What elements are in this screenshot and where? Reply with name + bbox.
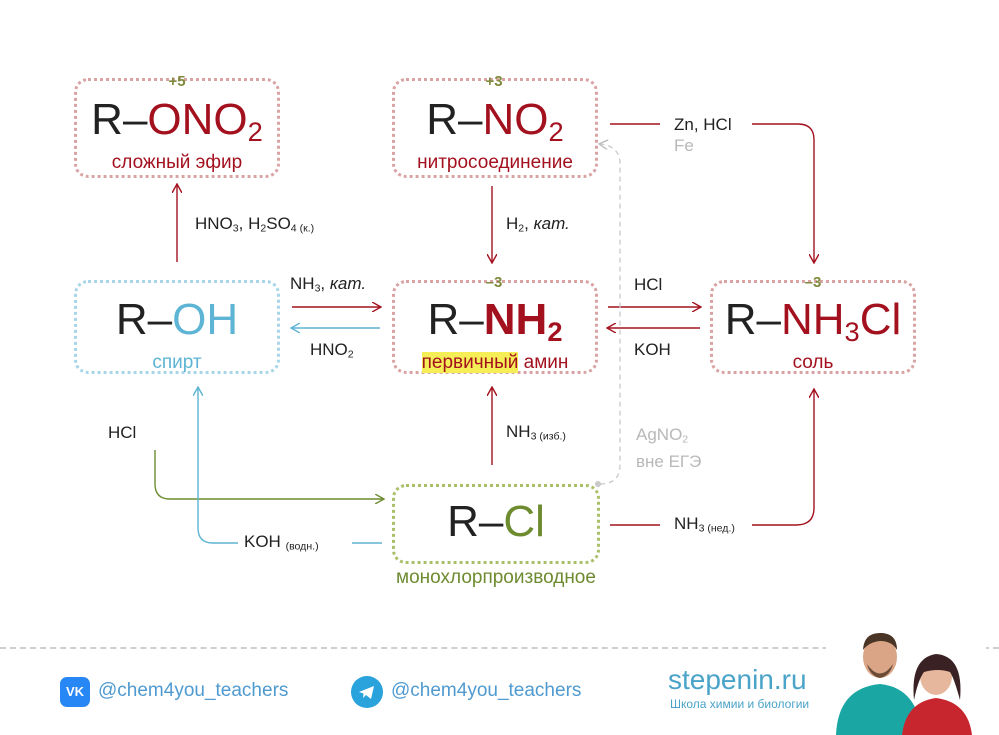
amine-oxidation-state: –3 [485,274,503,291]
amine-caption-highlight: первичный [421,352,519,373]
arrow-alcohol-to-chloride [154,450,383,499]
ester-caption: сложный эфир [111,152,243,173]
reagent-salt-to-amine: KOH [634,340,671,359]
arrow-chloride-to-alcohol [198,388,382,544]
alcohol-caption: спирт [152,352,202,373]
nitro-formula: R–NO2 [426,95,564,147]
node-ester [74,78,280,178]
presenters-photo [826,628,986,735]
footer-divider [0,647,999,649]
salt-oxidation-state: –3 [804,274,822,291]
amine-caption: первичный амин [421,352,569,373]
arrow-chloride-to-nitro [600,144,621,485]
node-alcohol [74,280,280,374]
arrow-nitro-to-salt [610,123,814,262]
nitro-oxidation-state: +3 [485,73,503,90]
arrow-chloride-to-salt [610,390,814,526]
node-nitro [392,78,598,178]
chloride-caption: монохлорпроизводное [396,567,596,588]
reagent-alcohol-to-ester: HNO3, H2SO4 (к.) [195,214,315,235]
amine-formula: R–NH2 [427,295,563,347]
reagent-chloride-to-salt: NH3 (нед.) [674,514,735,535]
telegram-icon[interactable] [351,676,383,708]
reagent-chloride-to-alcohol: KOH (водн.) [244,532,319,553]
ester-formula: R–ONO2 [91,95,263,147]
salt-formula: R–NH3Cl [724,295,902,347]
salt-caption: соль [792,352,834,373]
telegram-plane-icon [359,686,374,699]
dot-chloride-to-nitro [595,481,601,487]
reagent-amine-to-alcohol: HNO2 [310,340,354,361]
reagent-chloride-to-nitro: AgNO2 вне ЕГЭ [636,425,702,471]
alcohol-formula: R–OH [115,295,239,344]
reagent-amine-to-salt: HCl [634,275,663,294]
chloride-formula: R–Cl [447,497,545,546]
node-chloride [392,484,600,564]
vk-handle[interactable]: @chem4you_teachers [98,680,289,701]
reagent-chloride-to-amine: NH3 (изб.) [506,422,566,443]
ester-oxidation-state: +5 [168,73,186,90]
vk-icon[interactable]: VK [60,677,90,707]
reagent-nitro-to-salt: Zn, HCl Fe [674,115,732,155]
reagent-nitro-to-amine: H2, кат. [506,214,570,235]
telegram-handle[interactable]: @chem4you_teachers [391,680,582,701]
brand-name[interactable]: stepenin.ru [668,664,807,695]
nitro-caption: нитросоединение [417,152,573,173]
reagent-alcohol-to-chloride: HCl [108,423,137,442]
reagent-alcohol-to-amine: NH3, кат. [290,274,367,295]
brand-tagline: Школа химии и биологии [670,697,810,711]
node-salt [710,280,916,374]
